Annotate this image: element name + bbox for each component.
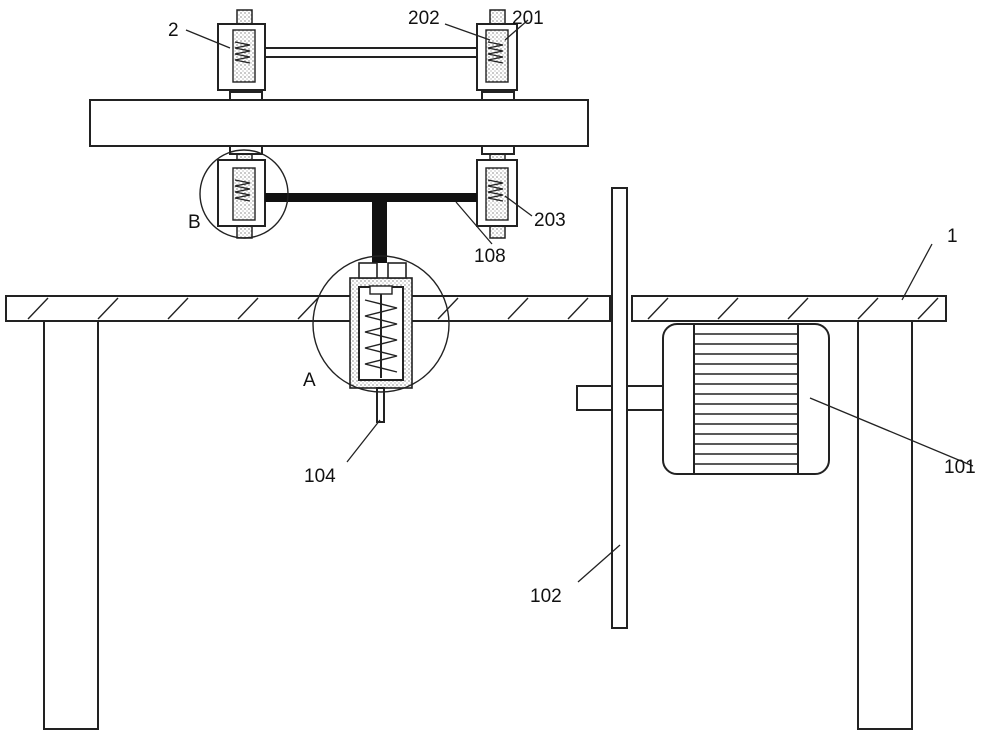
upper-beam	[89, 99, 589, 147]
detail-circle-b	[199, 149, 289, 239]
connecting-rod-top	[264, 47, 478, 58]
right-leg	[857, 320, 913, 730]
t-bar-horizontal	[265, 193, 477, 202]
label-clamp-bolt: 201	[512, 8, 544, 29]
label-t-bar: 108	[474, 246, 506, 267]
label-detail-b: B	[188, 212, 201, 233]
detail-circle-a	[312, 255, 450, 393]
label-blade: 102	[530, 586, 562, 607]
leader-lines	[185, 19, 974, 583]
clamp-top-right	[476, 9, 518, 101]
motor-fins	[694, 333, 798, 465]
label-clamp-nut: 202	[408, 8, 440, 29]
label-rod: 104	[304, 466, 336, 487]
motor	[662, 323, 830, 475]
saw-blade	[611, 187, 628, 629]
table-top-hatching	[27, 297, 939, 320]
clamp-bottom-right	[476, 145, 518, 239]
t-bar-vertical	[372, 193, 387, 263]
clamp-top-left	[217, 9, 266, 101]
table-top	[5, 295, 947, 322]
label-motor: 101	[944, 457, 976, 478]
clamp-bottom-left	[217, 145, 266, 239]
spring-housing	[349, 262, 413, 423]
label-frame: 1	[947, 226, 958, 247]
left-leg	[43, 320, 99, 730]
label-clamp-spring: 203	[534, 210, 566, 231]
label-detail-a: A	[303, 370, 316, 391]
label-clamp: 2	[168, 20, 179, 41]
